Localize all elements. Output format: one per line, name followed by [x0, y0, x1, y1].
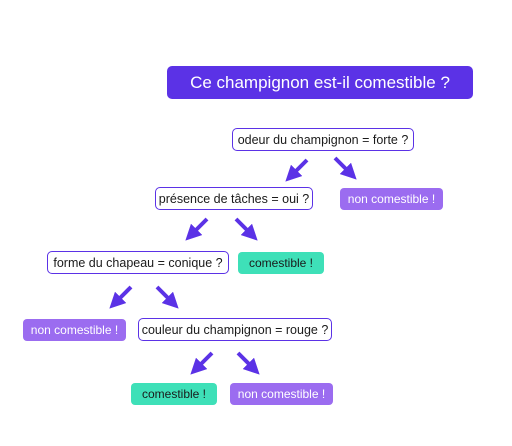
- arrow-couleur-to-non-comestible: [236, 351, 260, 375]
- arrow-odeur-to-taches: [285, 158, 309, 182]
- answer-non-comestible-2: non comestible !: [23, 319, 126, 341]
- answer-non-comestible-3: non comestible !: [230, 383, 333, 405]
- answer-non-comestible-1: non comestible !: [340, 188, 443, 210]
- arrow-taches-to-chapeau: [185, 217, 209, 241]
- question-couleur: couleur du champignon = rouge ?: [138, 318, 332, 341]
- answer-comestible-2: comestible !: [131, 383, 217, 405]
- arrow-taches-to-comestible: [234, 217, 258, 241]
- answer-comestible-1: comestible !: [238, 252, 324, 274]
- arrow-couleur-to-comestible: [190, 351, 214, 375]
- arrow-chapeau-to-non-comestible: [109, 285, 133, 309]
- question-odeur: odeur du champignon = forte ?: [232, 128, 414, 151]
- arrow-odeur-to-non-comestible: [333, 156, 357, 180]
- question-chapeau: forme du chapeau = conique ?: [47, 251, 229, 274]
- diagram-title: Ce champignon est-il comestible ?: [167, 66, 473, 99]
- question-taches: présence de tâches = oui ?: [155, 187, 313, 210]
- arrow-chapeau-to-couleur: [155, 285, 179, 309]
